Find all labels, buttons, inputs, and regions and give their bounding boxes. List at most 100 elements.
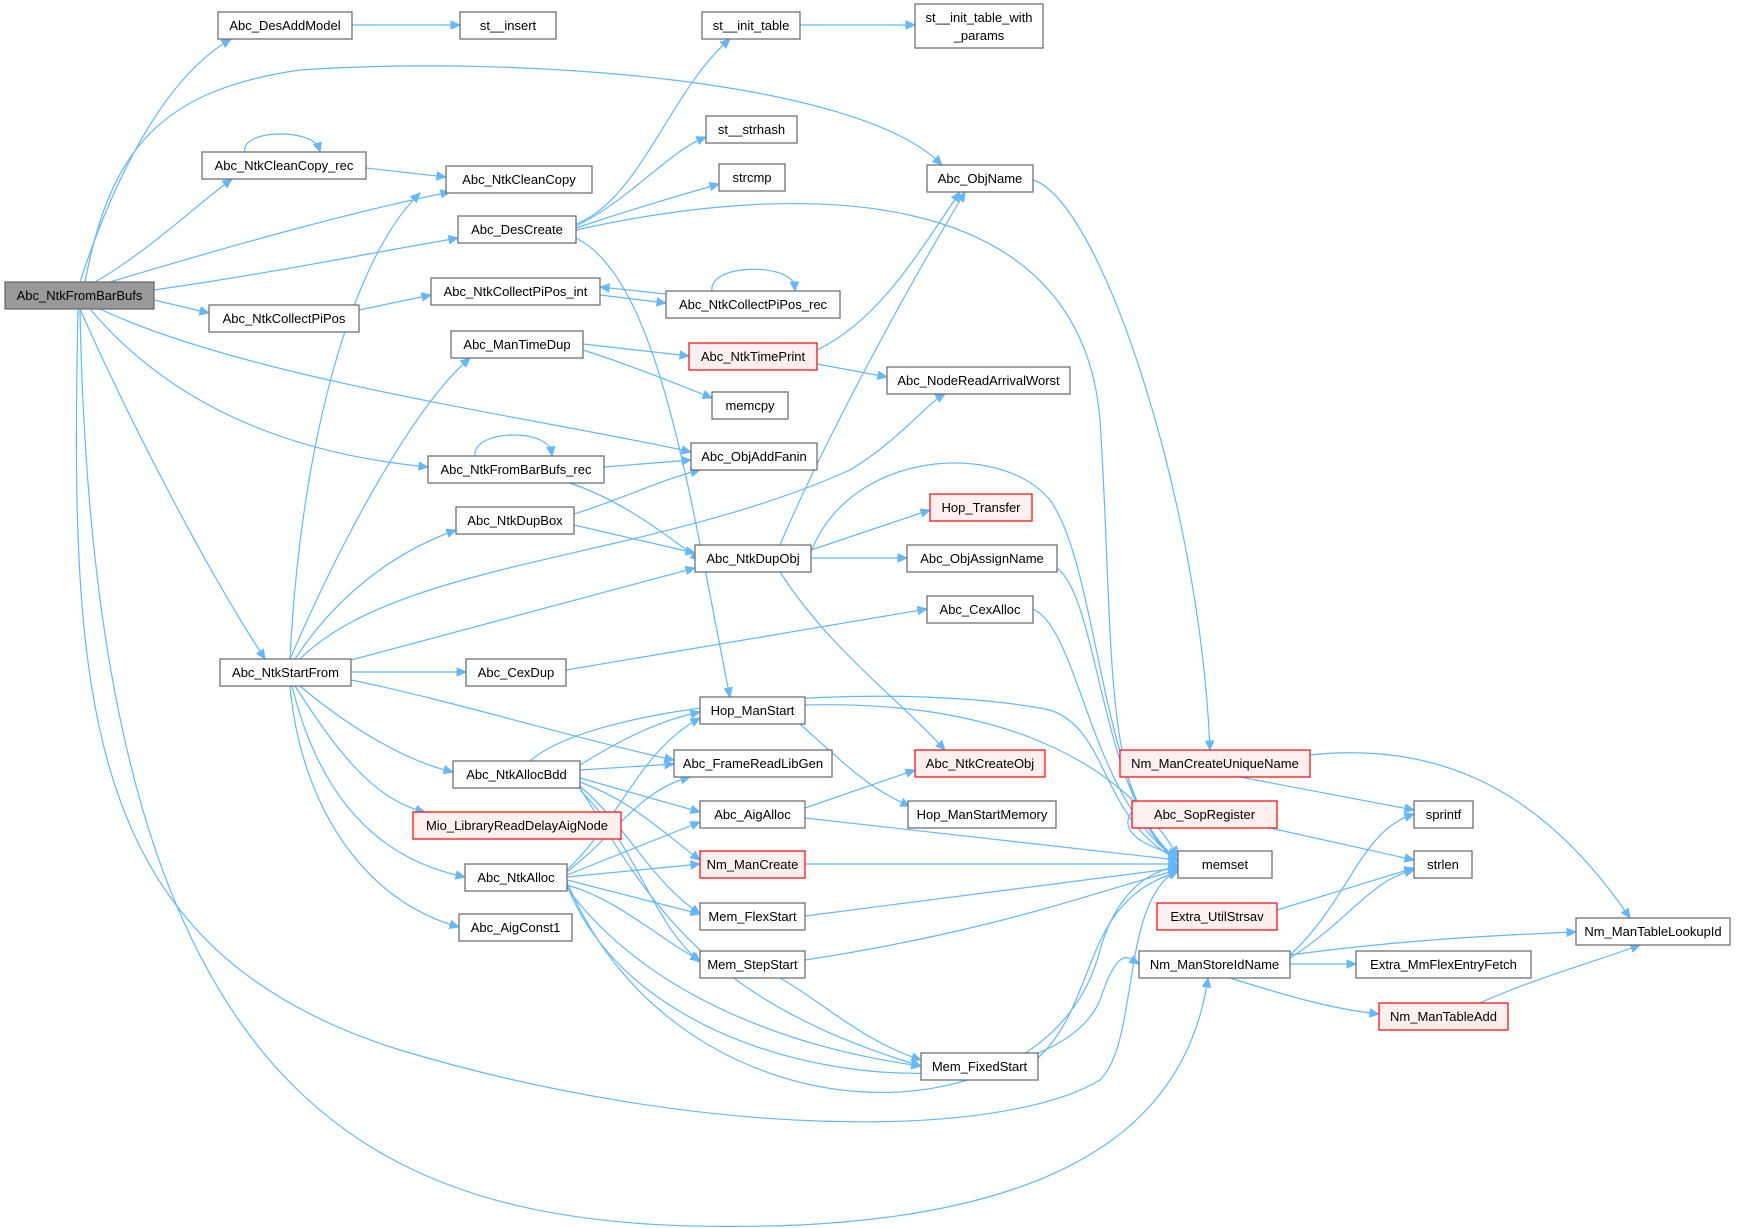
arrowhead-n28-to-n38	[689, 850, 701, 861]
node-abc-ntkstartfrom[interactable]: Abc_NtkStartFrom	[219, 658, 352, 687]
arrowhead-n49-to-n39	[1167, 870, 1180, 880]
edge-n18-to-n19	[603, 459, 692, 468]
node-st-insert[interactable]: st__insert	[459, 11, 557, 40]
node-abc-ntkfrombarbufs[interactable]: Abc_NtkFromBarBufs	[4, 281, 155, 310]
node-abc-objname[interactable]: Abc_ObjName	[926, 164, 1034, 193]
edge-n46-to-n40	[1289, 869, 1415, 959]
node-abc-ntkcollectpipos[interactable]: Abc_NtkCollectPiPos	[208, 304, 360, 333]
edge-n27-to-n39	[804, 704, 1179, 857]
arrowhead-n25-to-n37	[454, 870, 467, 880]
node-abc-sopregister[interactable]: Abc_SopRegister	[1131, 800, 1278, 829]
node-box	[920, 1052, 1039, 1081]
node-box	[458, 913, 573, 942]
nodes-layer: Abc_NtkFromBarBufs Abc_DesAddModel st__ins…	[4, 3, 1731, 1081]
node-strcmp[interactable]: strcmp	[718, 163, 786, 192]
node-nm-mantablelookupid[interactable]: Nm_ManTableLookupId	[1575, 917, 1731, 946]
node-abc-ntkcollectpipos-rec[interactable]: Abc_NtkCollectPiPos_rec	[665, 290, 841, 319]
arrowhead-n22-to-n9	[956, 190, 966, 203]
arrowhead-n31-to-n43	[1620, 907, 1631, 920]
node-abc-ntkcleancopy-rec[interactable]: Abc_NtkCleanCopy_rec	[201, 151, 367, 180]
arrowhead-n18-to-n19	[681, 456, 693, 466]
node-box	[699, 902, 806, 931]
node-hop-transfer[interactable]: Hop_Transfer	[929, 493, 1033, 522]
node-abc-ntkalloc[interactable]: Abc_NtkAlloc	[464, 863, 568, 892]
node-abc-objaddfanin[interactable]: Abc_ObjAddFanin	[690, 442, 818, 471]
edge-n26-to-n24	[565, 608, 928, 671]
node-mem-flexstart[interactable]: Mem_FlexStart	[699, 902, 806, 931]
node-box	[412, 811, 622, 840]
arrowhead-n9-to-n31	[1204, 740, 1215, 752]
node-abc-descreate[interactable]: Abc_DesCreate	[457, 215, 577, 244]
node-st-init-table[interactable]: st__init_table	[701, 11, 801, 40]
node-abc-objassignname[interactable]: Abc_ObjAssignName	[906, 544, 1058, 573]
node-abc-nodereadarrivalworst[interactable]: Abc_NodeReadArrivalWorst	[886, 366, 1071, 395]
node-box	[711, 391, 789, 420]
edge-n22-to-n20	[810, 509, 931, 551]
arrowhead-n22-to-n23	[897, 553, 909, 563]
node-abc-ntkdupobj[interactable]: Abc_NtkDupObj	[694, 544, 812, 573]
node-abc-ntkdupbox[interactable]: Abc_NtkDupBox	[455, 506, 575, 535]
node-hop-manstart[interactable]: Hop_ManStart	[699, 696, 806, 725]
node-box	[926, 595, 1034, 624]
node-memcpy[interactable]: memcpy	[711, 391, 789, 420]
node-abc-aigalloc[interactable]: Abc_AigAlloc	[699, 800, 806, 829]
node-box	[1119, 749, 1311, 778]
node-sprintf[interactable]: sprintf	[1413, 800, 1474, 829]
node-abc-framereadlibgen[interactable]: Abc_FrameReadLibGen	[673, 749, 833, 778]
node-box	[929, 493, 1033, 522]
node-abc-cexalloc[interactable]: Abc_CexAlloc	[926, 595, 1034, 624]
node-box	[914, 3, 1044, 49]
node-abc-ntkcollectpipos-int[interactable]: Abc_NtkCollectPiPos_int	[430, 277, 601, 306]
node-extra-utilstrsav[interactable]: Extra_UtilStrsav	[1156, 902, 1278, 931]
node-box	[688, 342, 818, 371]
node-strlen[interactable]: strlen	[1413, 850, 1473, 879]
node-memset[interactable]: memset	[1177, 850, 1273, 879]
node-nm-mancreate[interactable]: Nm_ManCreate	[699, 850, 806, 879]
edge-n23-to-n39	[1056, 567, 1179, 861]
node-mem-stepstart[interactable]: Mem_StepStart	[699, 950, 806, 979]
node-abc-desaddmodel[interactable]: Abc_DesAddModel	[217, 11, 353, 40]
arrowhead-n11-to-n12	[655, 297, 668, 307]
edge-n25-to-n14	[289, 357, 471, 660]
node-mio-libraryreaddelayaignode[interactable]: Mio_LibraryReadDelayAigNode	[412, 811, 622, 840]
node-box	[1575, 917, 1731, 946]
node-label: Abc_NtkDupObj	[706, 551, 799, 566]
node-abc-ntkallocbdd[interactable]: Abc_NtkAllocBdd	[452, 760, 581, 789]
edge-n45-to-n39	[804, 869, 1179, 961]
node-nm-manstoreidname[interactable]: Nm_ManStoreIdName	[1138, 950, 1291, 979]
node-mem-fixedstart[interactable]: Mem_FixedStart	[920, 1052, 1039, 1081]
node-abc-ntkcreateobj[interactable]: Abc_NtkCreateObj	[914, 749, 1046, 778]
node-label: Abc_NtkStartFrom	[232, 665, 339, 680]
edge-n12-to-n12	[711, 268, 796, 292]
node-abc-ntktimeprint[interactable]: Abc_NtkTimePrint	[688, 342, 818, 371]
arrowhead-n37-to-n27	[689, 717, 702, 727]
node-label: Abc_CexDup	[478, 665, 555, 680]
node-st-strhash[interactable]: st__strhash	[705, 115, 798, 144]
node-label: st__init_table_with	[926, 10, 1033, 25]
node-st-init-table-with[interactable]: st__init_table_with _params	[914, 3, 1044, 49]
edge-n46-to-n48	[1229, 977, 1380, 1015]
node-extra-mmflexentryfetch[interactable]: Extra_MmFlexEntryFetch	[1355, 950, 1532, 979]
node-abc-aigconst1[interactable]: Abc_AigConst1	[458, 913, 573, 942]
arrowhead-n37-to-n41	[689, 907, 702, 917]
node-label: strlen	[1427, 857, 1459, 872]
node-abc-mantimedup[interactable]: Abc_ManTimeDup	[450, 330, 584, 359]
node-nm-mancreateuniquename[interactable]: Nm_ManCreateUniqueName	[1119, 749, 1311, 778]
node-box	[665, 290, 841, 319]
node-nm-mantableadd[interactable]: Nm_ManTableAdd	[1378, 1002, 1509, 1031]
node-label-line2: _params	[953, 28, 1005, 43]
node-abc-ntkcleancopy[interactable]: Abc_NtkCleanCopy	[445, 165, 593, 194]
node-label: Abc_DesCreate	[471, 222, 563, 237]
edge-n25-to-n16	[299, 393, 946, 660]
node-box	[886, 366, 1071, 395]
edge-n37-to-n38	[566, 863, 701, 878]
node-label: Abc_ManTimeDup	[463, 337, 570, 352]
node-abc-cexdup[interactable]: Abc_CexDup	[465, 658, 567, 687]
node-hop-manstartmemory[interactable]: Hop_ManStartMemory	[907, 800, 1057, 829]
edge-n15-to-n9	[816, 191, 961, 351]
node-abc-ntkfrombarbufs-rec[interactable]: Abc_NtkFromBarBufs_rec	[427, 455, 605, 484]
node-label: Abc_ObjAddFanin	[701, 449, 807, 464]
node-label: Abc_ObjName	[938, 171, 1023, 186]
edge-n46-to-n43	[1289, 931, 1577, 956]
node-box	[1413, 800, 1474, 829]
